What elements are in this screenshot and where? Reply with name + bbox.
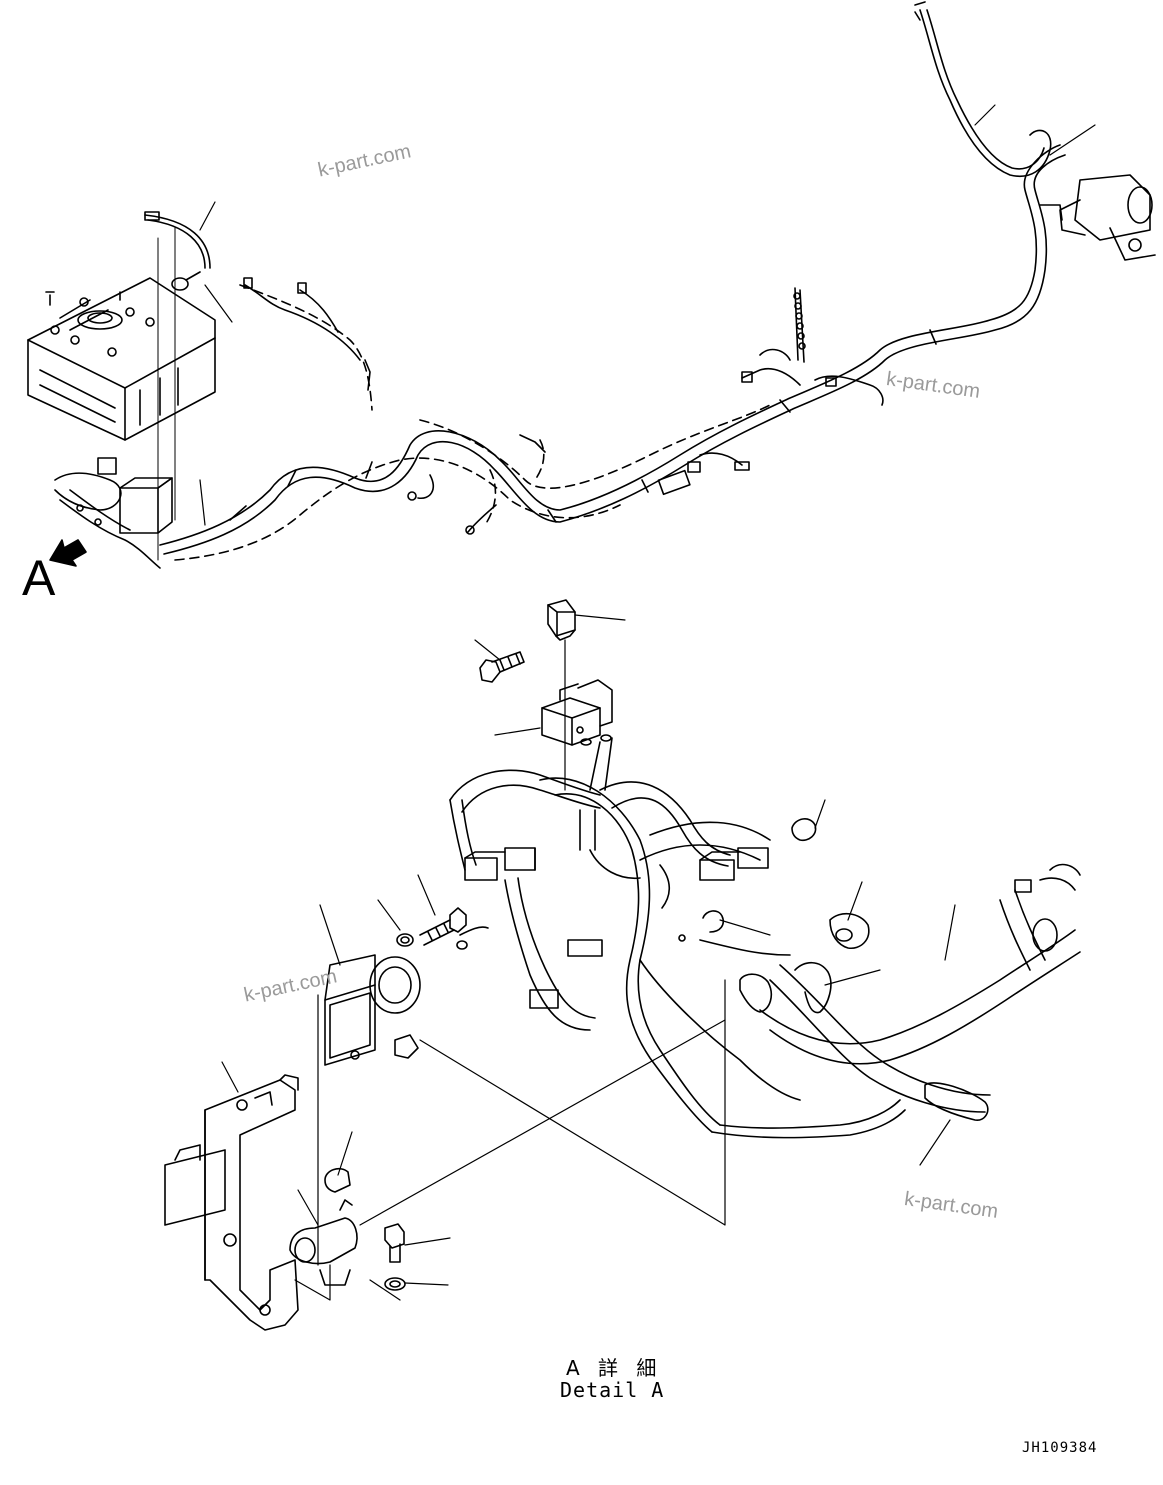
hidden-harness xyxy=(174,284,771,561)
starter-motor xyxy=(1039,174,1156,261)
figure-code: JH109384 xyxy=(1022,1440,1098,1456)
leader-lines-upper xyxy=(199,104,1096,526)
relay-cluster xyxy=(54,457,173,569)
relay xyxy=(541,679,613,746)
small-relay xyxy=(289,1168,406,1291)
leader-lines-detail xyxy=(221,614,956,1301)
view-arrow xyxy=(49,539,87,567)
detail-title-japanese: A 詳 細 xyxy=(566,1356,663,1380)
detail-title-english: Detail A xyxy=(560,1378,665,1402)
main-cable xyxy=(759,863,1081,1065)
battery xyxy=(27,277,216,441)
harness-branches xyxy=(243,277,884,535)
bolt-upper xyxy=(479,651,525,683)
battery-cable xyxy=(144,211,211,561)
bracket xyxy=(164,1074,299,1331)
small-parts xyxy=(702,818,989,1121)
detail-harness xyxy=(449,734,991,1139)
view-label-a: A xyxy=(22,550,56,606)
washer-bolt xyxy=(396,907,489,950)
main-harness xyxy=(159,144,1066,555)
battery-relay xyxy=(324,954,421,1066)
starter-cable xyxy=(914,1,1052,177)
relay-cap xyxy=(547,599,576,641)
